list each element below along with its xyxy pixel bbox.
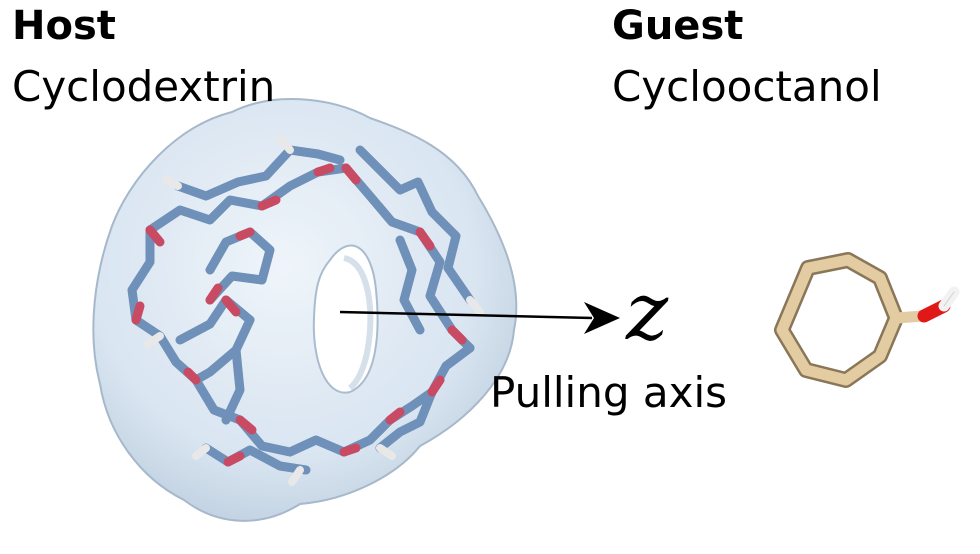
cyclooctanol-molecule [774,252,960,388]
host-title: Host [12,3,116,49]
axis-symbol: z [626,265,669,358]
guest-name: Cyclooctanol [612,62,882,111]
cyclodextrin-hydrogens [144,134,484,486]
cyclodextrin-sticks [127,145,475,475]
host-name: Cyclodextrin [12,62,276,111]
pulling-axis-arrow [339,302,620,334]
cyclodextrin-surface [92,98,518,522]
cyclodextrin-oxygens [131,163,467,467]
pulling-axis-label: Pulling axis [490,368,727,417]
guest-title: Guest [612,3,744,49]
